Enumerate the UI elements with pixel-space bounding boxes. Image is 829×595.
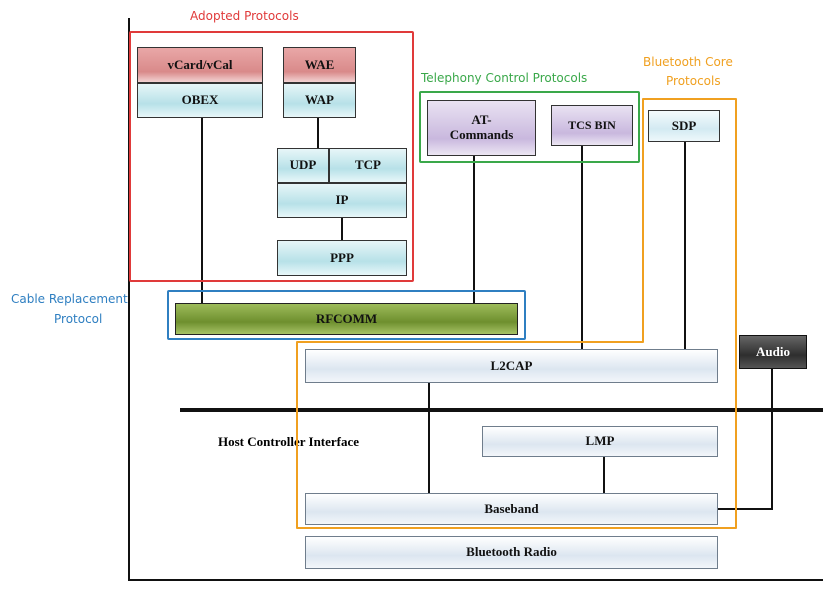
tcp-label: TCP [355,157,381,173]
audio-label: Audio [756,343,790,359]
rfcomm-label: RFCOMM [315,310,378,326]
ip-ppp-line [341,218,343,240]
wae-label: WAE [304,56,335,72]
bluetooth-core-title-line1: Bluetooth Core [643,55,733,69]
cable-replacement-title-line2: Protocol [54,312,103,326]
hci-label: Host Controller Interface [218,434,360,449]
baseband-box: Baseband [305,493,718,525]
vcard-label: vCard/vCal [167,56,233,72]
wap-box: WAP [283,83,356,118]
rfcomm-box: RFCOMM [175,303,518,335]
cable-replacement-frame [167,290,526,340]
at-commands-label-line2: Commands [449,127,514,142]
l2cap-baseband-line [428,383,430,493]
udp-box: UDP [277,148,329,183]
ip-label: IP [335,192,349,208]
telephony-control-title: Telephony Control Protocols [421,71,588,85]
sdp-l2cap-line [684,142,686,349]
obex-rfcomm-line [201,118,203,303]
ppp-label: PPP [330,249,354,265]
sdp-label: SDP [671,117,697,133]
at-commands-label-line1: AT- [471,112,492,128]
l2cap-label: L2CAP [490,357,533,373]
telephony-control-frame [419,91,640,163]
sdp-box: SDP [648,110,720,142]
left-border-line [128,18,130,580]
ip-box: IP [277,183,407,218]
audio-down-line [771,369,773,509]
tcs-bin-box: TCS BIN [551,105,633,146]
tcs-l2cap-line [581,146,583,349]
l2cap-box: L2CAP [305,349,718,383]
adopted-protocols-frame [129,31,414,282]
tcs-bin-label: TCS BIN [568,117,616,132]
cable-replacement-title-line1: Cable Replacement [11,292,128,306]
obex-box: OBEX [137,83,263,118]
at-rfcomm-line [473,156,475,303]
audio-box: Audio [739,335,807,369]
wae-box: WAE [283,47,356,83]
wap-udp-line [317,118,319,148]
bluetooth-core-title-line2: Protocols [666,74,721,88]
bottom-border-line [128,579,823,581]
adopted-protocols-title: Adopted Protocols [190,9,299,23]
wap-label: WAP [305,92,334,108]
obex-label: OBEX [181,92,219,108]
ppp-box: PPP [277,240,407,276]
baseband-label: Baseband [484,500,539,516]
vcard-box: vCard/vCal [137,47,263,83]
bluetooth-radio-label: Bluetooth Radio [466,544,557,560]
udp-label: UDP [289,157,317,173]
at-commands-box: AT- Commands [427,100,536,156]
lmp-label: LMP [585,433,615,449]
hci-divider [180,408,823,412]
lmp-box: LMP [482,426,718,457]
audio-baseband-line [718,508,773,510]
bluetooth-radio-box: Bluetooth Radio [305,536,718,569]
lmp-baseband-line [603,457,605,493]
tcp-box: TCP [329,148,407,183]
